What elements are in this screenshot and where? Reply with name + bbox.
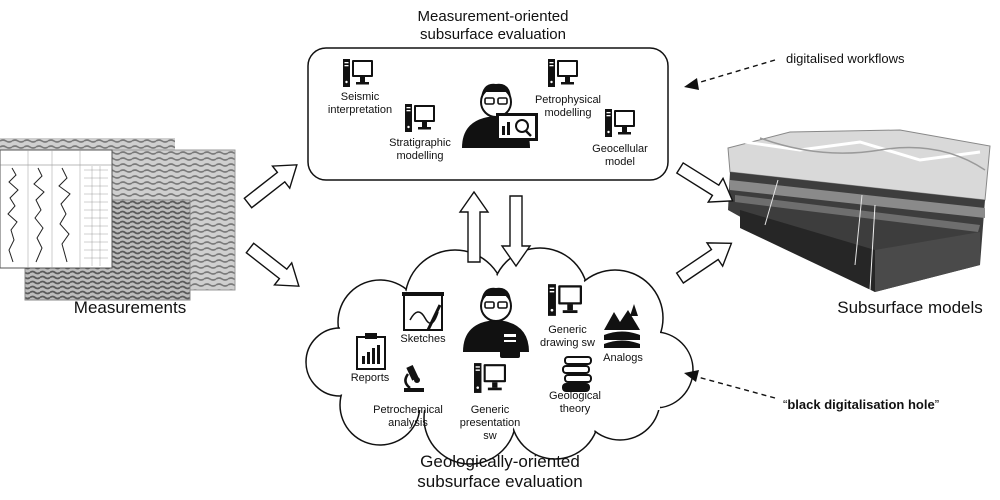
landscape-analogs-icon bbox=[604, 304, 640, 348]
sketch-board-icon bbox=[402, 292, 444, 331]
subsurface-models-label: Subsurface models bbox=[837, 298, 983, 317]
reports-label: Reports bbox=[350, 372, 390, 384]
arrow-cloud-to-box bbox=[458, 190, 490, 263]
desktop-computer-icon bbox=[548, 59, 578, 87]
arrow-box-to-cloud bbox=[500, 195, 532, 268]
desktop-computer-icon bbox=[343, 59, 373, 87]
measurements-label: Measurements bbox=[73, 298, 187, 317]
desktop-computer-icon bbox=[474, 363, 506, 393]
arrow-cloud-to-model bbox=[675, 242, 733, 284]
measurements-image bbox=[0, 138, 236, 301]
desktop-computer-icon bbox=[548, 284, 582, 316]
analogs-label: Analogs bbox=[603, 352, 643, 364]
digitalised-workflows-note: digitalised workflows bbox=[786, 51, 905, 66]
book-stack-icon bbox=[562, 356, 592, 392]
analyst-person-icon bbox=[462, 83, 538, 148]
analyst-person-icon bbox=[463, 287, 529, 358]
cloud-title: Geologically-oriented subsurface evaluat… bbox=[417, 452, 583, 491]
dashed-arrow-digital bbox=[693, 59, 776, 85]
report-clipboard-icon bbox=[356, 333, 386, 370]
desktop-computer-icon bbox=[405, 104, 435, 132]
arrow-measurements-to-box bbox=[243, 164, 298, 209]
arrow-box-to-model bbox=[675, 161, 734, 203]
subsurface-model-image bbox=[727, 129, 991, 292]
black-digitalisation-hole-note: “black digitalisation hole” bbox=[783, 397, 940, 412]
desktop-computer-icon bbox=[605, 109, 635, 137]
dashed-arrow-black-hole bbox=[693, 375, 776, 399]
sketches-label: Sketches bbox=[400, 333, 446, 345]
microscope-icon bbox=[404, 364, 424, 392]
well-log-sheet bbox=[0, 149, 113, 269]
top-box-title: Measurement-oriented subsurface evaluati… bbox=[417, 8, 569, 43]
arrow-measurements-to-cloud bbox=[245, 242, 300, 287]
